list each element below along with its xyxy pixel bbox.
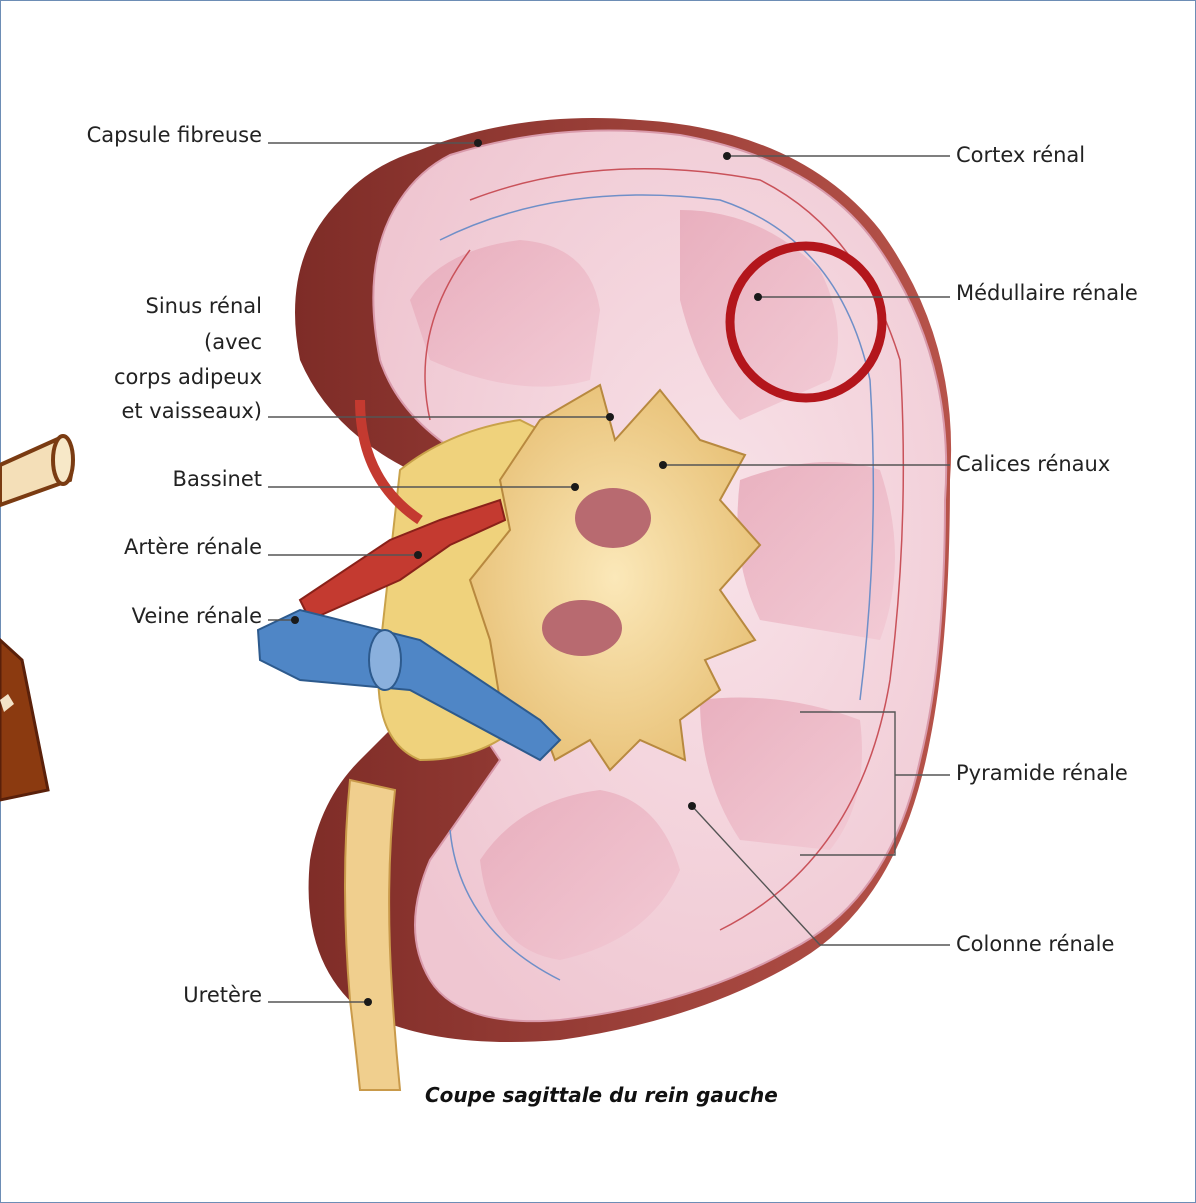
papilla: [542, 600, 622, 656]
label-sinus-line2: (avec: [204, 330, 262, 354]
label-sinus-line1: Sinus rénal: [145, 294, 262, 318]
diagram-caption: Coupe sagittale du rein gauche: [425, 1083, 778, 1107]
label-capsule: Capsule fibreuse: [87, 123, 262, 147]
label-bassinet: Bassinet: [173, 467, 262, 491]
label-calices: Calices rénaux: [956, 452, 1110, 476]
label-uretere: Uretère: [183, 983, 262, 1007]
label-sinus-line4: et vaisseaux): [121, 399, 262, 423]
label-colonne: Colonne rénale: [956, 932, 1114, 956]
bag-decoration: [0, 640, 48, 800]
label-veine: Veine rénale: [132, 604, 262, 628]
papilla: [575, 488, 651, 548]
label-artere: Artère rénale: [124, 535, 262, 559]
label-pyramide: Pyramide rénale: [956, 761, 1128, 785]
label-cortex: Cortex rénal: [956, 143, 1085, 167]
label-medullaire: Médullaire rénale: [956, 281, 1138, 305]
label-sinus-line3: corps adipeux: [114, 365, 262, 389]
scroll-decoration: [0, 436, 73, 505]
